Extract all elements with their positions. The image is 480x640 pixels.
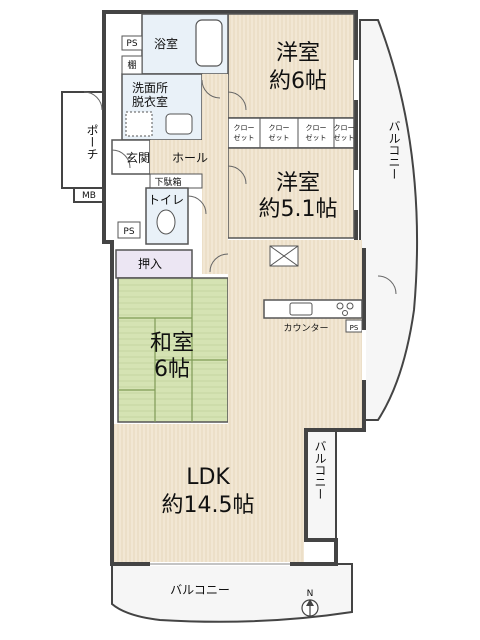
room-ldk — [114, 240, 362, 562]
hall-main — [150, 140, 202, 174]
balcony-bottom-label: バルコニー — [170, 583, 230, 597]
ps-box-top — [121, 35, 143, 51]
closet-dividers — [259, 118, 335, 148]
closet-2-l1: クロー — [269, 124, 290, 132]
balcony-right-label: バルコニー — [387, 120, 401, 180]
washroom-label-1: 洗面所 — [132, 81, 168, 95]
room-western-1 — [227, 13, 355, 119]
room-western-1-name: 洋室 — [276, 41, 320, 66]
room-western-2 — [227, 147, 355, 239]
closet-1-l2: ゼット — [234, 133, 255, 142]
hall-label: ホール — [172, 151, 208, 165]
closet-3-l1: クロー — [306, 124, 327, 132]
sink-icon — [289, 302, 313, 316]
windows — [150, 60, 366, 566]
bathroom-label: 浴室 — [154, 36, 178, 51]
room-ldk-size: 約14.5帖 — [162, 493, 255, 518]
closet-row — [227, 117, 355, 149]
room-western-2-name: 洋室 — [276, 171, 320, 196]
ps-label-top: PS — [126, 39, 137, 49]
stove-icon — [336, 302, 354, 316]
washer-space — [125, 111, 153, 137]
balcony-right — [359, 19, 419, 421]
door-swings — [83, 79, 397, 295]
washbasin-icon — [165, 113, 193, 135]
ps-label-mid: PS — [123, 227, 134, 237]
room-japanese-size: 6帖 — [154, 357, 190, 382]
closet-4-l2: ゼット — [334, 133, 355, 142]
fridge-space — [269, 245, 299, 267]
balcony-bottom — [111, 563, 353, 623]
hall — [202, 74, 228, 274]
ps-box-counter — [345, 319, 363, 333]
porch-area — [61, 91, 105, 189]
entrance — [111, 139, 151, 175]
balcony-middle-label: バルコニー — [313, 440, 327, 500]
oshiire-label: 押入 — [138, 257, 162, 271]
ps-box-mid — [117, 221, 141, 239]
shelf-label: 棚 — [127, 59, 136, 71]
entrance-label: 玄関 — [126, 150, 150, 165]
porch-label: ポーチ — [85, 124, 99, 160]
ps-label-counter: PS — [350, 324, 359, 332]
closet-2-l2: ゼット — [269, 133, 290, 142]
room-japanese-name: 和室 — [150, 331, 194, 356]
bathtub-icon — [195, 19, 223, 67]
washroom-label-2: 脱衣室 — [132, 94, 168, 109]
closet-4-l1: クロー — [334, 124, 355, 132]
kitchen-counter — [263, 299, 363, 319]
tatami-lines — [118, 278, 228, 422]
oshiire — [115, 249, 193, 279]
room-japanese — [117, 277, 229, 423]
closet-1-l1: クロー — [234, 124, 255, 132]
toilet-label: トイレ — [148, 193, 184, 207]
room-western-2-size: 約5.1帖 — [259, 197, 338, 222]
counter-label: カウンター — [283, 323, 328, 334]
room-western-1-size: 約6帖 — [269, 69, 327, 94]
shoe-box-label: 下駄箱 — [154, 176, 181, 188]
shelf-box — [121, 55, 143, 75]
room-ldk-name: LDK — [186, 465, 230, 490]
closet-3-l2: ゼット — [306, 133, 327, 142]
north-arrow-icon — [301, 599, 319, 617]
north-label: N — [307, 589, 314, 599]
toilet-icon — [156, 209, 176, 235]
mb-label: MB — [82, 191, 96, 201]
